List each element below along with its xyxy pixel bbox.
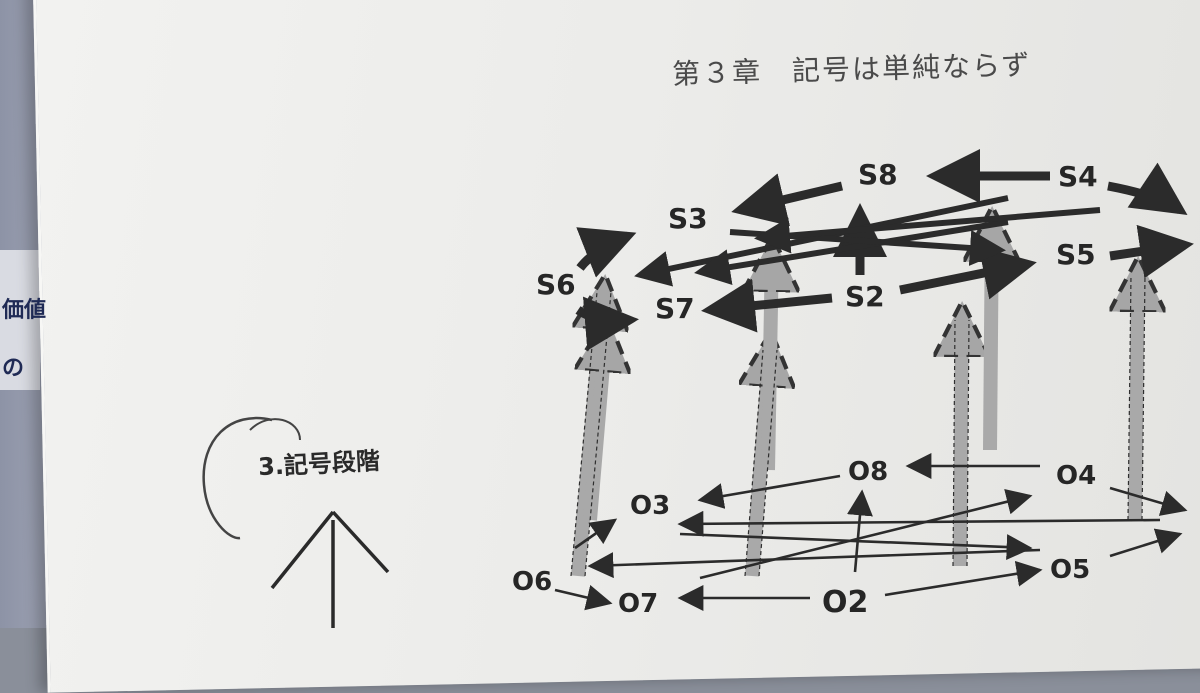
vertical-arrow-o4-s4 — [1135, 270, 1138, 521]
background-paper-edge — [0, 250, 40, 390]
node-s7: S7 — [655, 292, 695, 325]
vertical-arrow-o8-s8 — [768, 250, 772, 471]
node-s3: S3 — [668, 202, 708, 235]
edge-text-2: の — [2, 356, 25, 381]
vertical-arrow-o2-s2 — [990, 220, 992, 451]
node-o2: O2 — [822, 585, 868, 620]
upper-node-labels: S8 S4 S3 S5 S6 S7 S2 — [536, 158, 1098, 325]
node-o6: O6 — [512, 567, 552, 597]
node-o3: O3 — [630, 491, 670, 521]
arrow-s4-right — [1107, 162, 1188, 215]
lower-arrows — [554, 453, 1188, 611]
arrow-o2-o8 — [847, 489, 873, 573]
arrow-long-lower-4 — [679, 532, 1033, 561]
node-s4: S4 — [1058, 160, 1098, 193]
arrow-long-lower-1 — [587, 548, 1041, 579]
arrow-o4-right — [1109, 486, 1188, 516]
node-o8: O8 — [848, 457, 888, 487]
edge-text-1: 価値 — [2, 298, 47, 323]
node-s5: S5 — [1056, 238, 1096, 271]
vertical-arrow-o5-s5 — [960, 315, 962, 567]
stage-label: 3.記号段階 — [257, 446, 381, 482]
arrow-s6-s3 — [576, 227, 637, 278]
pencil-stroke — [249, 418, 301, 441]
arrow-s2-s7 — [701, 278, 833, 333]
arrow-long-2 — [694, 219, 1009, 285]
arrow-s6-s7 — [575, 296, 639, 351]
node-s6: S6 — [536, 268, 576, 301]
arrow-o6-o3 — [574, 518, 618, 550]
node-s2: S2 — [845, 280, 885, 313]
arrow-s5-right — [1109, 224, 1194, 279]
sign-diagram: S8 S4 S3 S5 S6 S7 S2 O8 O4 O3 O6 O7 O2 O… — [202, 149, 1194, 628]
arrow-o2-o5 — [884, 560, 1043, 597]
node-o5: O5 — [1050, 555, 1090, 585]
arrow-o8-o3 — [697, 474, 841, 509]
pencil-circle — [202, 416, 273, 540]
node-o4: O4 — [1056, 461, 1096, 491]
arrow-long-lower-3 — [699, 489, 1033, 580]
arrow-s8-s3 — [731, 173, 844, 226]
vertical-arrow-o3-s3 — [590, 330, 606, 521]
arrow-o6-o7 — [554, 584, 613, 611]
node-o7: O7 — [618, 589, 658, 619]
arrow-o5-right — [1109, 528, 1183, 558]
arrow-s2-s5 — [899, 246, 1037, 300]
arrow-long-4 — [754, 207, 1101, 254]
up-arrow-icon — [270, 510, 390, 628]
upper-arrows — [575, 149, 1194, 351]
lower-node-labels: O8 O4 O3 O6 O7 O2 O5 — [512, 457, 1096, 620]
node-s8: S8 — [858, 158, 898, 191]
